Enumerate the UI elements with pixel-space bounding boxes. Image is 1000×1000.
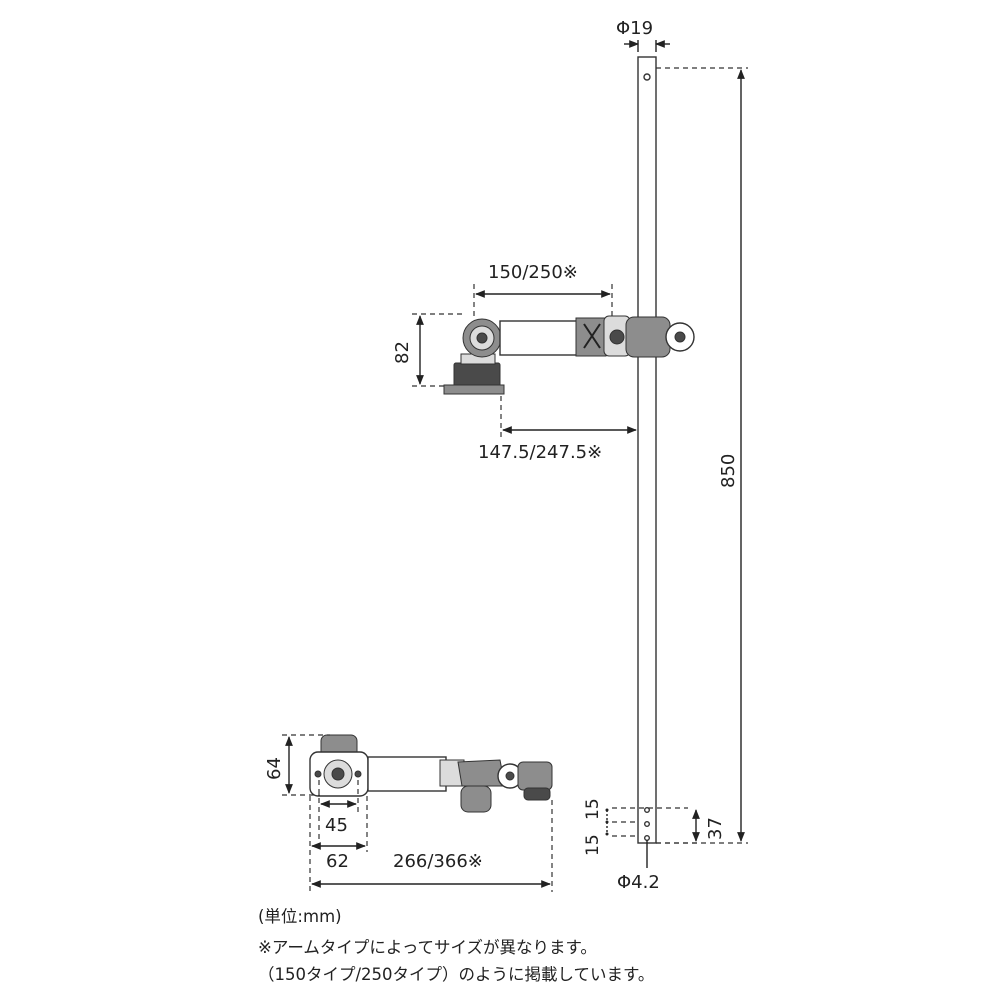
arm-side-view	[443, 315, 695, 395]
hole-spacing-dimension: 45	[318, 780, 359, 852]
hole-spacing-label: 45	[325, 815, 348, 836]
bottom-offset-dimension: 37	[656, 809, 726, 844]
hole-diameter-label: Φ4.2	[617, 872, 660, 893]
hole-pitch-dimension: 15 15	[583, 798, 688, 856]
base-width-dimension: 62	[309, 796, 368, 892]
clamp-height-dimension: 82	[392, 313, 465, 387]
overall-length-dimension: 266/366※	[311, 800, 553, 892]
hole-pitch-a-label: 15	[583, 798, 603, 820]
hole-diameter-dimension: Φ4.2	[617, 840, 660, 893]
arm-reach-dimension: 147.5/247.5※	[478, 396, 637, 463]
top-height-label: 64	[264, 757, 285, 780]
arm-length-label: 150/250※	[488, 262, 578, 283]
hole-pitch-b-label: 15	[583, 834, 603, 856]
top-height-dimension: 64	[264, 734, 330, 796]
arm-top-view	[309, 734, 553, 813]
base-width-label: 62	[326, 851, 349, 872]
arm-reach-label: 147.5/247.5※	[478, 442, 602, 463]
arm-length-dimension: 150/250※	[473, 262, 613, 318]
unit-note: (単位:mm)	[258, 907, 342, 926]
pole-length-dimension: 850	[656, 67, 748, 844]
size-note-line1: ※アームタイプによってサイズが異なります。	[258, 938, 597, 957]
size-note-line2: （150タイプ/250タイプ）のように掲載しています。	[258, 965, 655, 984]
pole-diameter-label: Φ19	[616, 18, 653, 39]
pole	[637, 56, 657, 844]
pole-diameter-dimension: Φ19	[616, 18, 670, 52]
pole-length-label: 850	[718, 454, 739, 488]
clamp-height-label: 82	[392, 341, 413, 364]
bottom-offset-label: 37	[705, 817, 726, 840]
overall-length-label: 266/366※	[393, 851, 483, 872]
